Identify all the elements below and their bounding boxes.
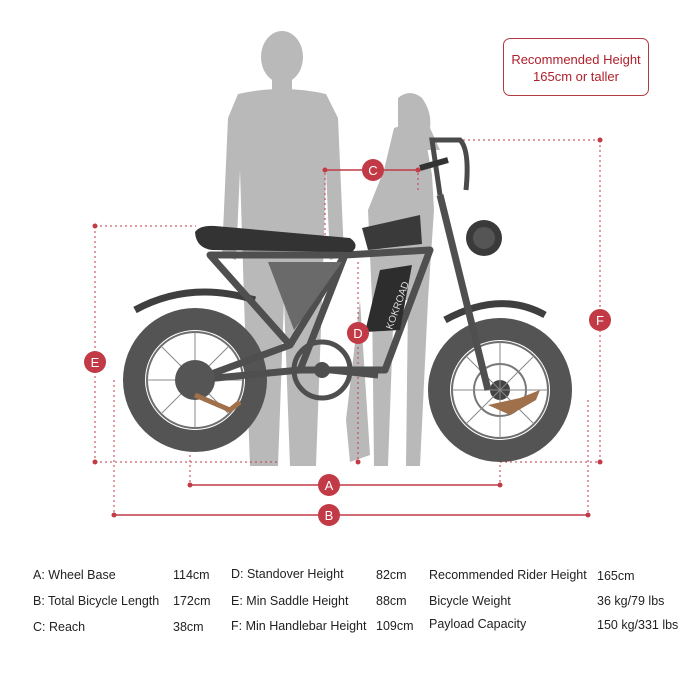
spec-label: D: Standover Height: [231, 567, 344, 581]
spec-label: F: Min Handlebar Height: [231, 619, 367, 633]
spec-value: 38cm: [173, 620, 204, 634]
spec-label: B: Total Bicycle Length: [33, 594, 160, 608]
spec-value: 165cm: [597, 569, 635, 583]
marker-a: A: [318, 474, 340, 496]
spec-value: 109cm: [376, 619, 414, 633]
spec-value: 150 kg/331 lbs: [597, 618, 679, 632]
dimension-guides: [94, 139, 601, 515]
e-bike: KOKROAD: [123, 137, 572, 462]
spec-value: 82cm: [376, 568, 407, 582]
front-wheel: [428, 318, 572, 462]
callout-line-1: Recommended Height: [511, 52, 641, 67]
spec-label: C: Reach: [33, 620, 86, 634]
spec-value: 36 kg/79 lbs: [597, 594, 665, 608]
dimension-endpoints: [92, 137, 603, 518]
spec-value: 88cm: [376, 594, 407, 608]
marker-b: B: [318, 504, 340, 526]
svg-text:B: B: [325, 508, 334, 523]
spec-label: Recommended Rider Height: [429, 568, 587, 582]
recommended-height-callout: Recommended Height 165cm or taller: [503, 38, 649, 96]
spec-label: Bicycle Weight: [429, 594, 511, 608]
svg-text:E: E: [91, 355, 100, 370]
svg-text:F: F: [596, 313, 604, 328]
svg-text:D: D: [353, 326, 362, 341]
spec-value: 114cm: [173, 568, 210, 582]
spec-value: 172cm: [173, 594, 211, 608]
bike-dimension-diagram: KOKROAD A B C D E F: [84, 31, 611, 526]
marker-d: D: [347, 322, 369, 344]
svg-text:C: C: [368, 163, 377, 178]
spec-label: A: Wheel Base: [33, 568, 116, 582]
spec-label: E: Min Saddle Height: [231, 594, 349, 608]
marker-f: F: [589, 309, 611, 331]
marker-e: E: [84, 351, 106, 373]
svg-text:A: A: [325, 478, 334, 493]
spec-label: Payload Capacity: [429, 617, 527, 631]
marker-c: C: [362, 159, 384, 181]
callout-line-2: 165cm or taller: [533, 69, 619, 84]
